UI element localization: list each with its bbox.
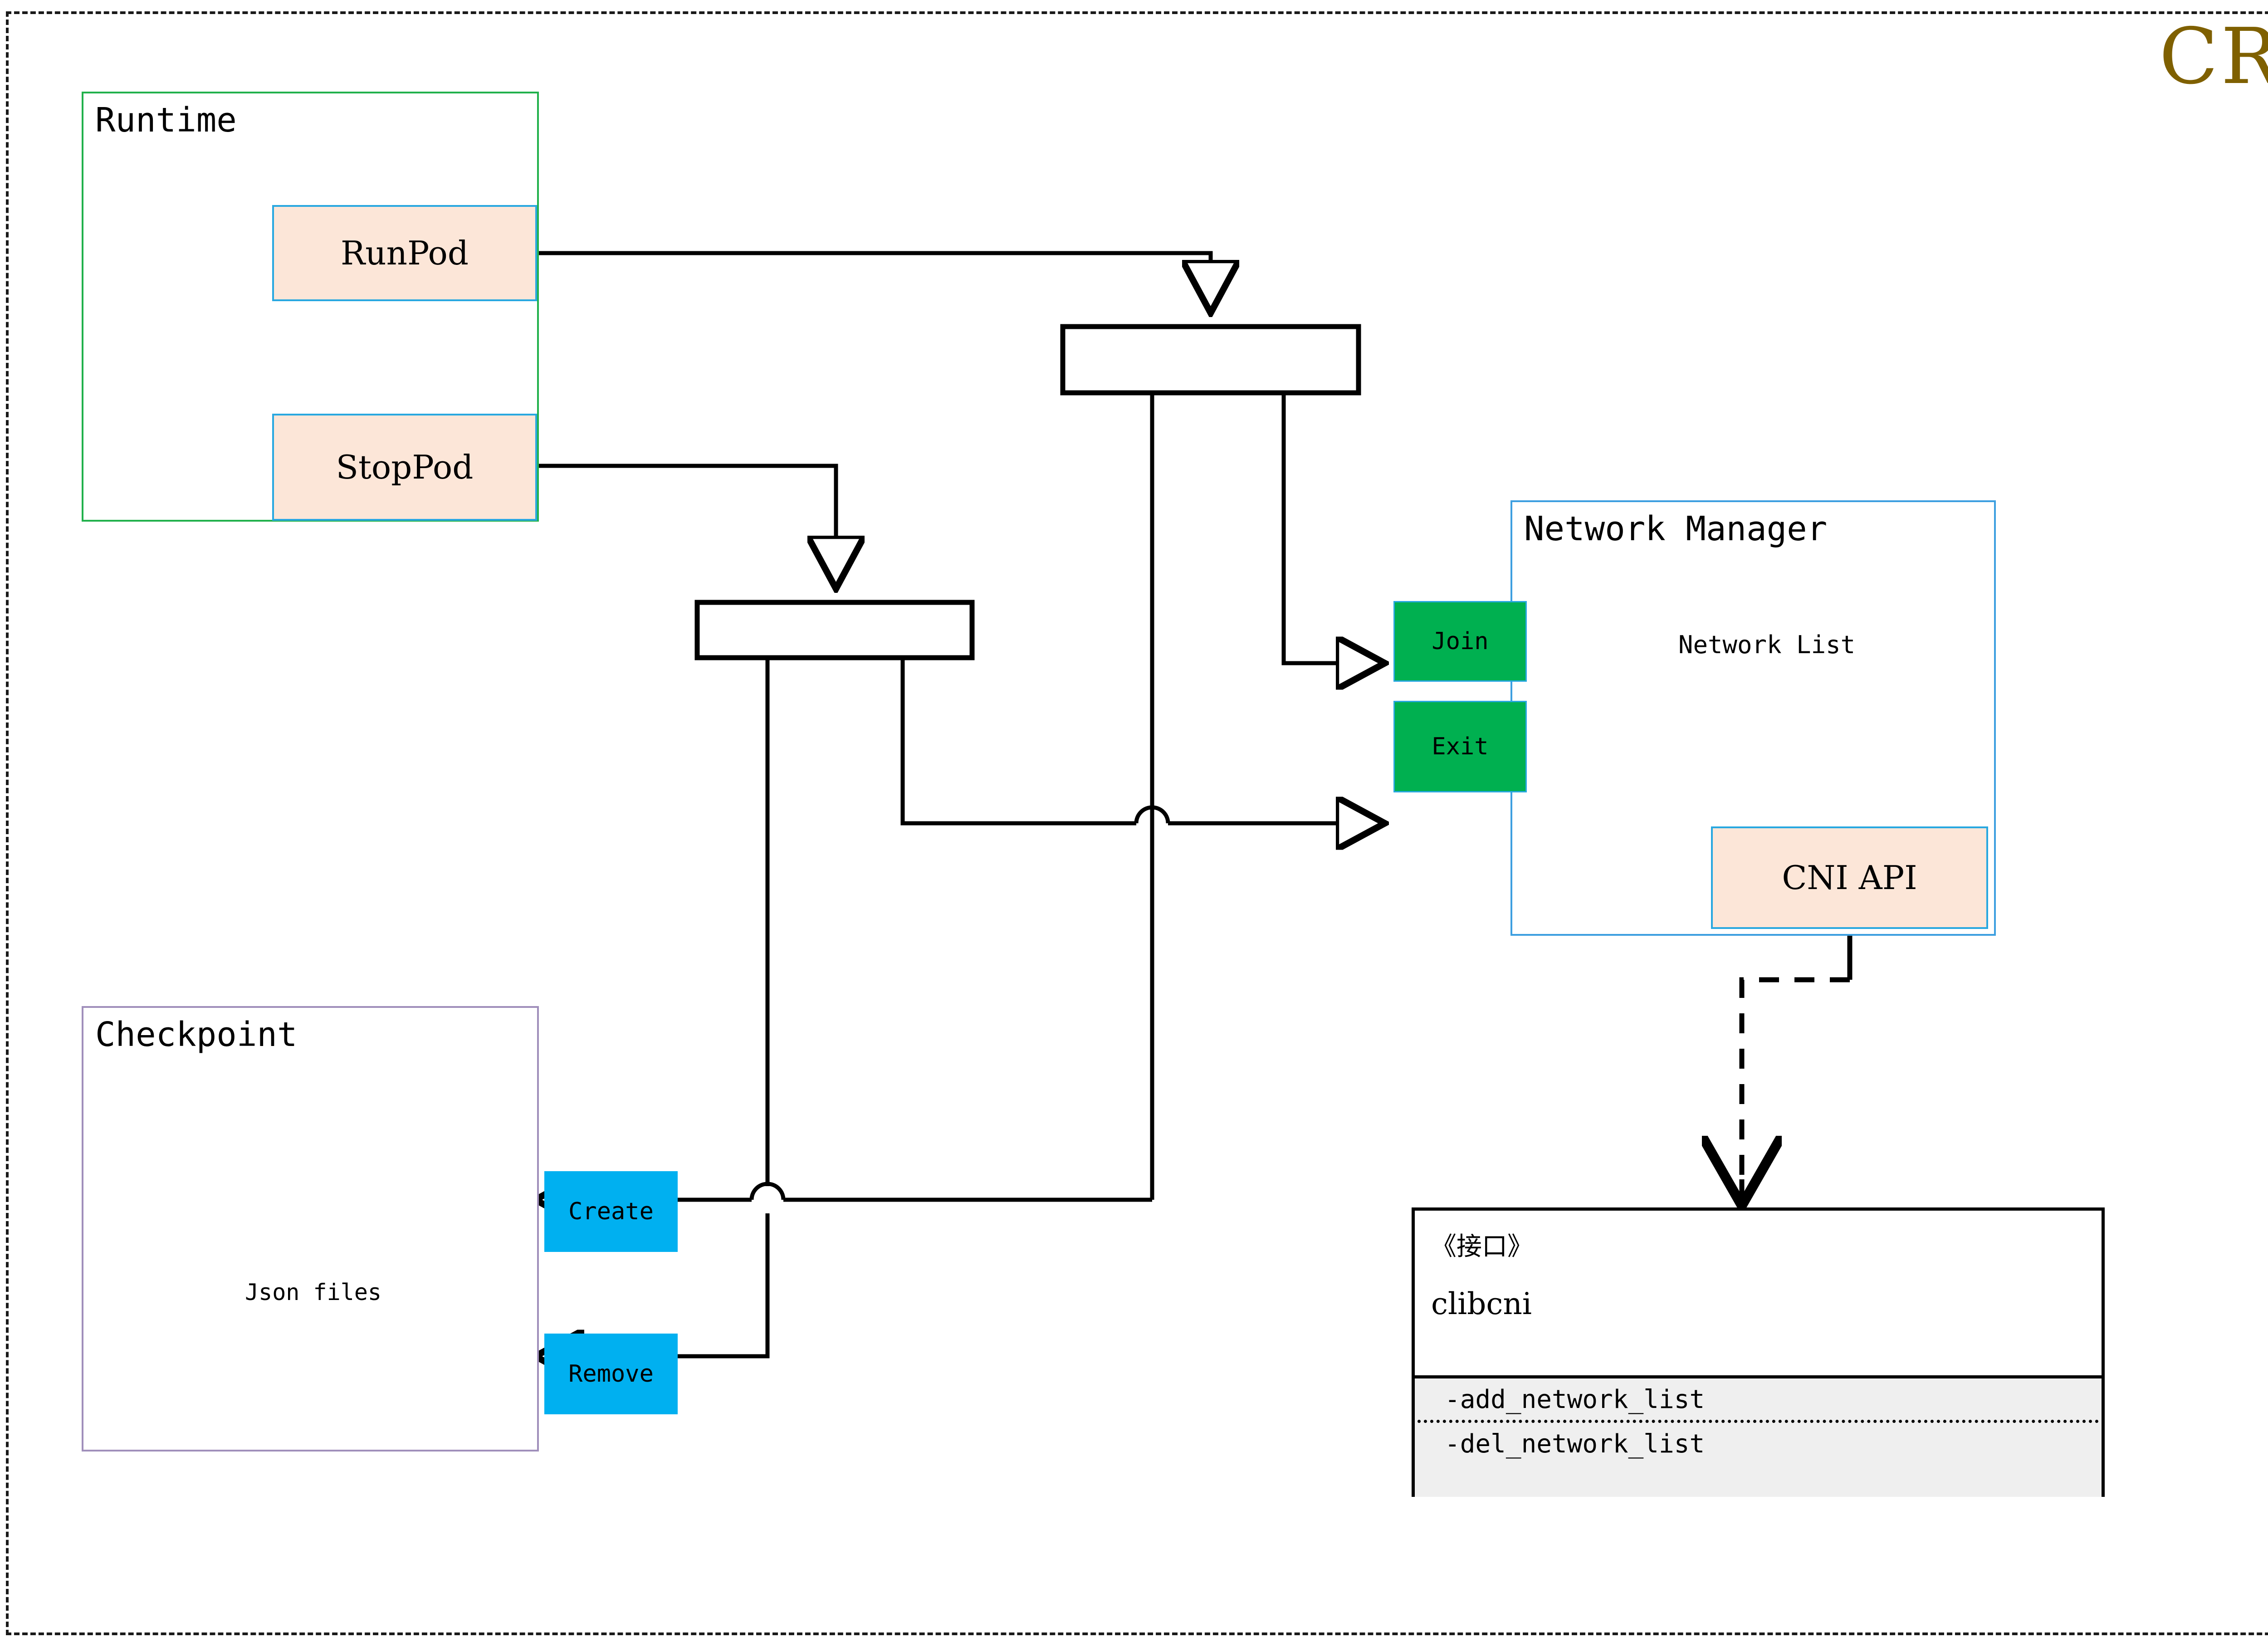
- cni-api-node[interactable]: CNI API: [1711, 826, 1988, 929]
- runtime-title: Runtime: [95, 101, 237, 140]
- create-label: Create: [568, 1198, 654, 1225]
- checkpoint-container: Checkpoint: [82, 1006, 539, 1452]
- cni-api-label: CNI API: [1782, 859, 1917, 897]
- join-label: Join: [1432, 628, 1489, 655]
- clibcni-name: clibcni: [1431, 1286, 1532, 1321]
- operation-del-network-list: -del_network_list: [1445, 1429, 1705, 1459]
- clibcni-operations: -add_network_list -del_network_list: [1415, 1378, 2102, 1497]
- remove-node[interactable]: Remove: [544, 1334, 678, 1414]
- json-files-label: Json files: [245, 1279, 382, 1305]
- runpod-node[interactable]: RunPod: [272, 205, 537, 301]
- stoppod-node[interactable]: StopPod: [272, 414, 537, 521]
- clibcni-header: 《接口》 clibcni: [1415, 1211, 2102, 1378]
- exit-label: Exit: [1432, 733, 1489, 760]
- checkpoint-title: Checkpoint: [95, 1015, 298, 1054]
- stoppod-label: StopPod: [336, 448, 474, 486]
- create-node[interactable]: Create: [544, 1171, 678, 1252]
- operation-add-network-list: -add_network_list: [1445, 1385, 1705, 1414]
- outer-dashed-frame: [6, 11, 2268, 1635]
- exit-node[interactable]: Exit: [1393, 701, 1527, 792]
- runpod-label: RunPod: [341, 234, 469, 272]
- join-node[interactable]: Join: [1393, 601, 1527, 682]
- network-manager-title: Network Manager: [1524, 509, 1828, 548]
- diagram-title: CRI: [2159, 12, 2268, 102]
- operation-separator: [1418, 1420, 2099, 1423]
- clibcni-interface[interactable]: 《接口》 clibcni -add_network_list -del_netw…: [1412, 1207, 2105, 1497]
- remove-label: Remove: [568, 1360, 654, 1388]
- network-list-label: Network List: [1678, 630, 1856, 659]
- clibcni-stereotype: 《接口》: [1431, 1232, 1533, 1261]
